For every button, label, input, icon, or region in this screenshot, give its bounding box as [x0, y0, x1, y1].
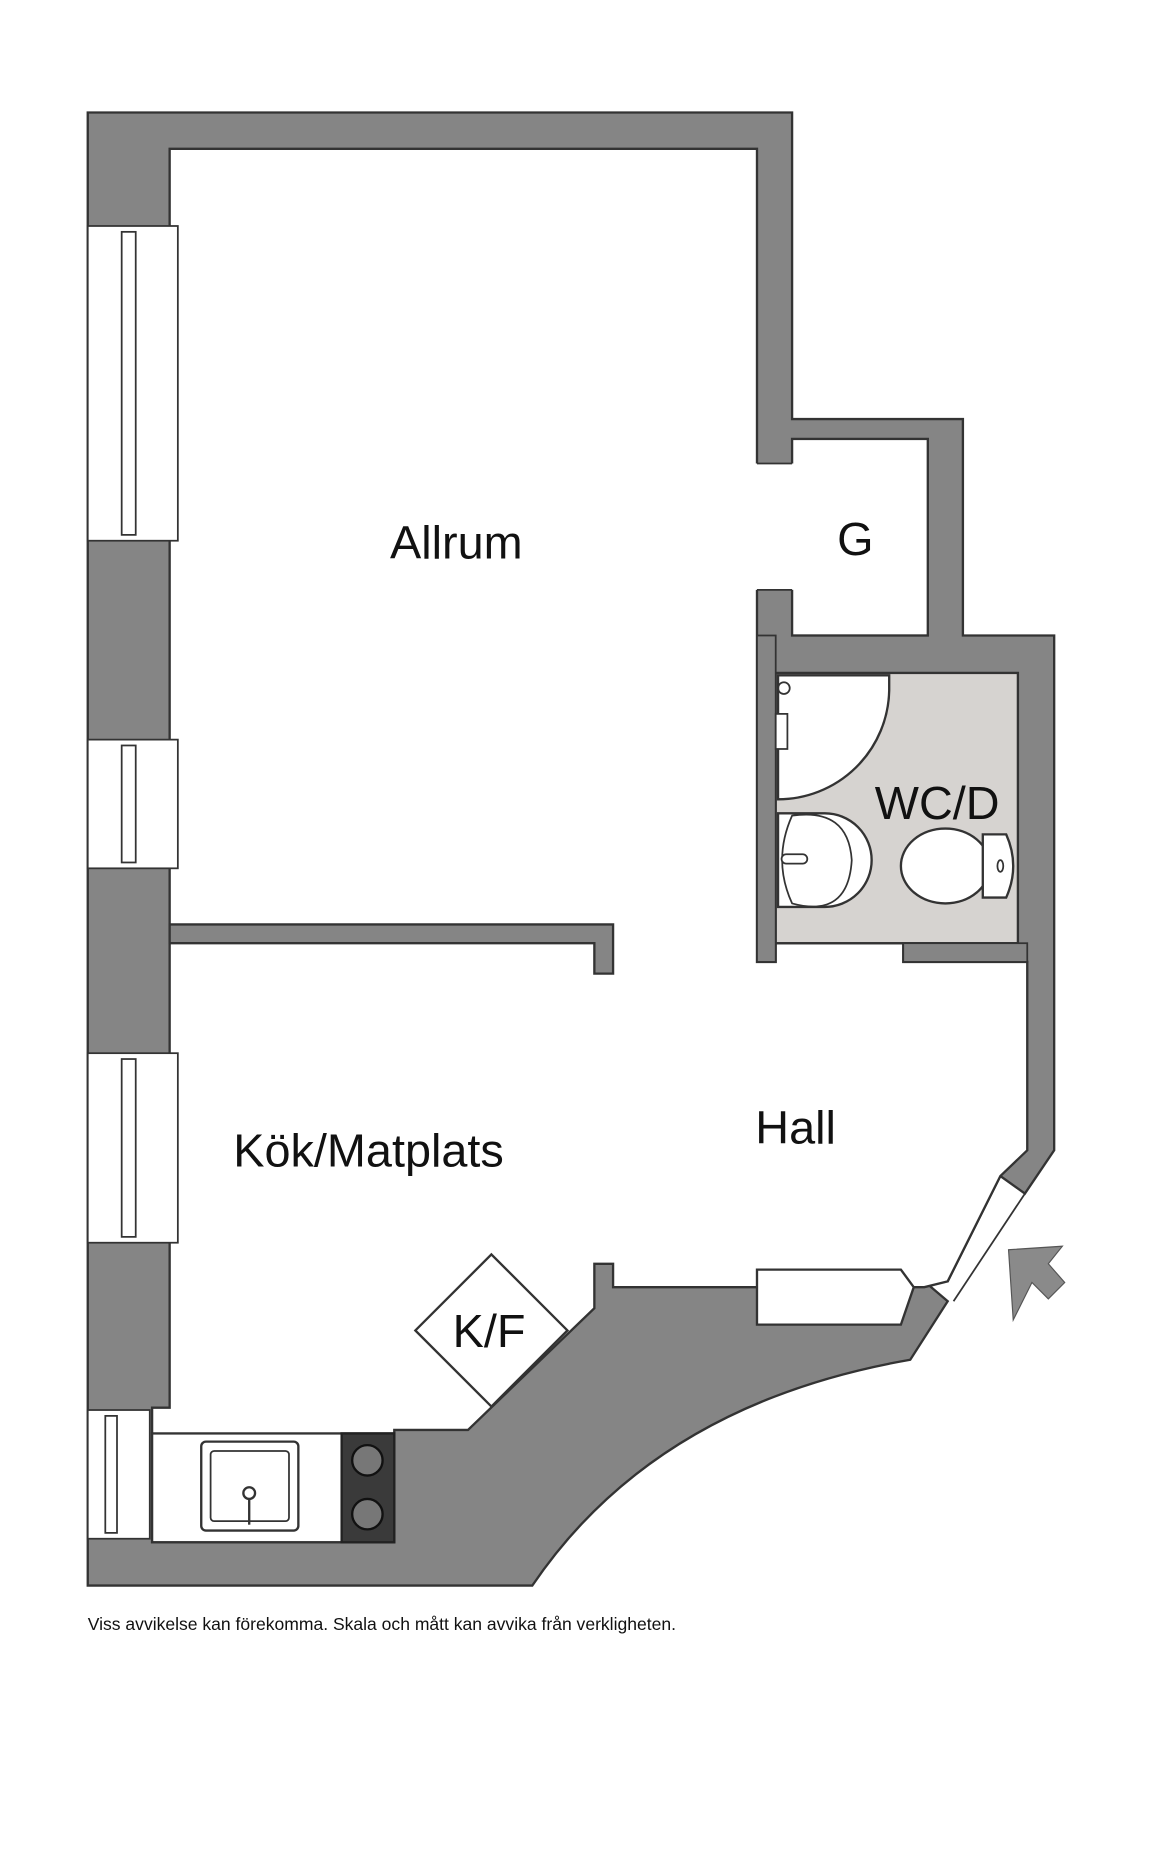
door-opening-g [754, 463, 795, 590]
stove-icon [340, 1432, 396, 1544]
disclaimer: Viss avvikelse kan förekomma. Skala och … [88, 1614, 676, 1634]
entrance-arrow-icon [1007, 1245, 1066, 1323]
interior-wall [168, 923, 615, 975]
hall-closet [755, 1268, 916, 1326]
floor-g [790, 437, 929, 637]
room-label-hall: Hall [755, 1101, 836, 1153]
room-label-allrum: Allrum [390, 516, 523, 568]
fridge-freezer [413, 1252, 570, 1409]
windows [86, 225, 179, 1540]
wall-bath-bottom [902, 942, 1029, 963]
wall-bath-left [756, 634, 777, 963]
toilet-icon [899, 827, 1015, 905]
room-label-kf: K/F [453, 1305, 526, 1357]
room-label-wcd: WC/D [875, 777, 1000, 829]
room-label-g: G [837, 513, 873, 565]
sink-icon [200, 1440, 300, 1532]
entrance-door [952, 1193, 1026, 1302]
room-label-kok: Kök/Matplats [233, 1125, 503, 1177]
shower-icon [776, 674, 891, 801]
